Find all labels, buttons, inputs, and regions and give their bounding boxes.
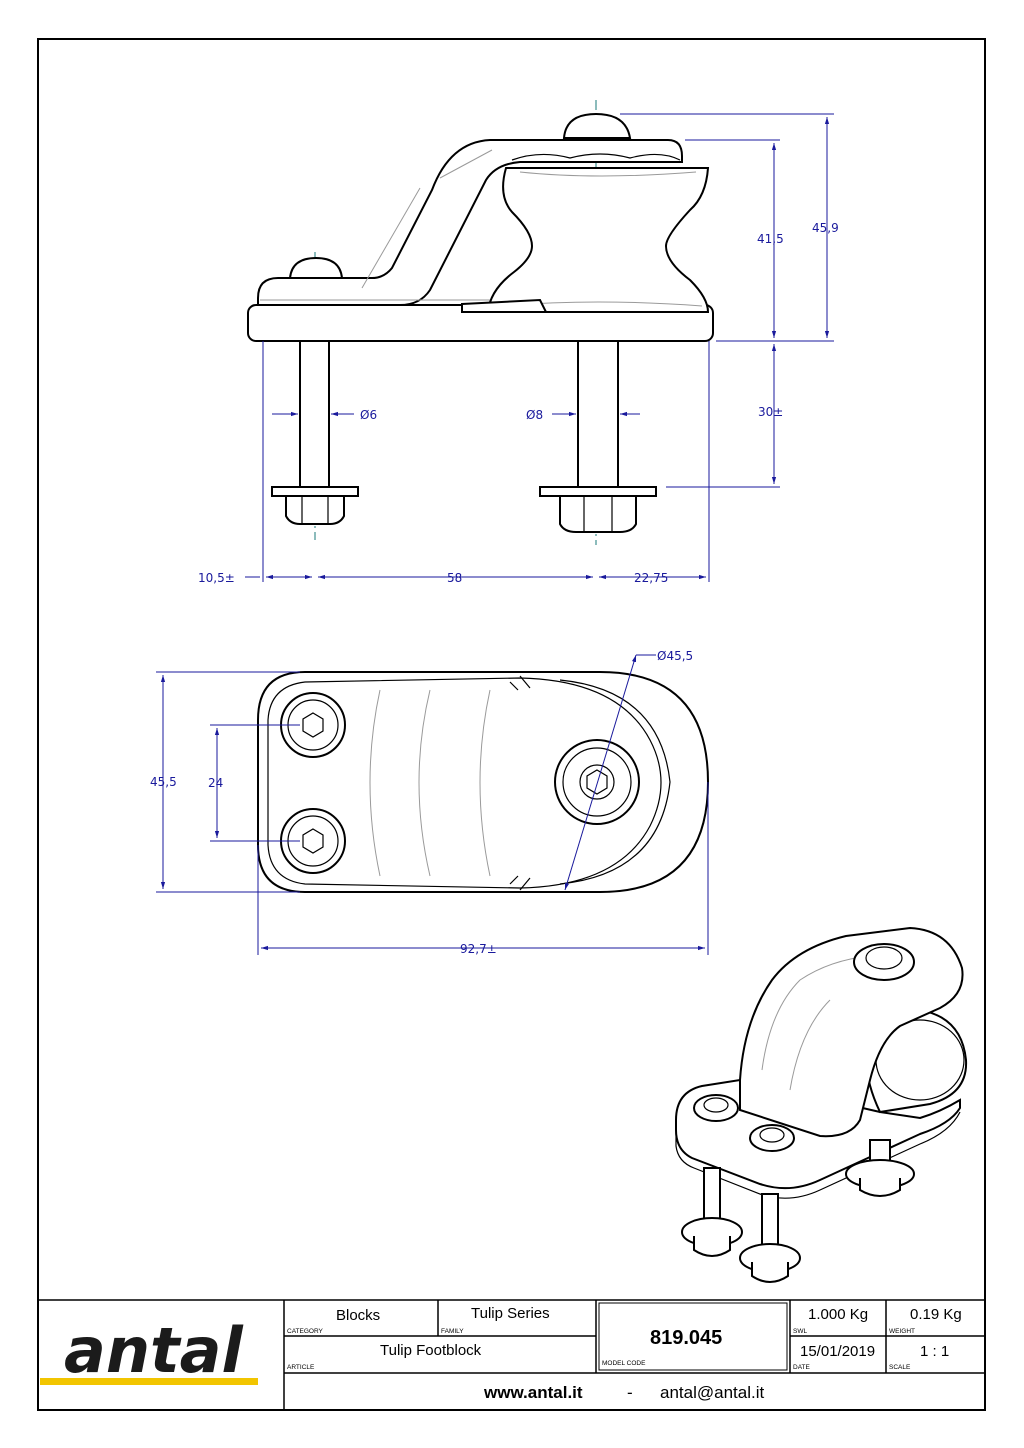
dim-bolt-pitch: 24 [208, 776, 223, 790]
iso-arm [739, 926, 964, 1138]
date-label: DATE [793, 1364, 811, 1371]
dim-bolt-length: 30± [758, 405, 783, 419]
dim-height-sheave: 41,5 [757, 232, 784, 246]
small-nut [285, 495, 345, 525]
large-bolt-shaft [577, 340, 619, 488]
dim-large-bolt-diameter: Ø8 [526, 408, 543, 422]
small-washer [271, 486, 359, 497]
dim-sheave-diameter: Ø45,5 [657, 649, 693, 663]
iso-top-bolt [853, 943, 915, 981]
top-view: Ø45,5 45,5 24 92,7± [150, 649, 710, 956]
sheet-border [37, 38, 986, 1411]
antal-logo: antal [64, 1314, 243, 1387]
base-plate [257, 139, 683, 306]
large-nut [559, 495, 637, 533]
family-label: FAMILY [441, 1328, 464, 1335]
email-link[interactable]: antal@antal.it [660, 1383, 764, 1402]
top-bolt-head [562, 112, 632, 139]
category-label: CATEGORY [287, 1328, 324, 1335]
sheave [486, 167, 710, 313]
dim-offset-right: 22,75 [634, 571, 668, 585]
article-value: Tulip Footblock [380, 1342, 482, 1359]
sheave-bolt-head [554, 739, 640, 825]
large-washer [539, 486, 657, 497]
isometric-view [675, 926, 968, 1283]
small-bolt-head [288, 256, 344, 279]
dim-offset-left: 10,5± [198, 571, 235, 585]
scale-label: SCALE [889, 1364, 911, 1371]
side-view: 45,9 41,5 30± Ø6 Ø8 10,5± 58 22,75 [198, 100, 839, 585]
family-value: Tulip Series [471, 1305, 550, 1322]
weight-value: 0.19 Kg [910, 1306, 962, 1323]
title-block: antal Blocks CATEGORY Tulip Series FAMIL… [38, 1299, 985, 1410]
website-link[interactable]: www.antal.it [483, 1383, 583, 1402]
swl-value: 1.000 Kg [808, 1306, 868, 1323]
scale-value: 1 : 1 [920, 1343, 949, 1360]
sheave-wedge [461, 298, 548, 313]
dim-bolt-spacing: 58 [447, 571, 462, 585]
dim-small-bolt-diameter: Ø6 [360, 408, 377, 422]
model-code-value: 819.045 [650, 1327, 722, 1349]
small-bolt-shaft [299, 340, 330, 488]
hex-socket-bottom [302, 828, 324, 854]
swl-label: SWL [793, 1328, 807, 1335]
iso-base-bolt-2 [749, 1124, 795, 1152]
iso-base-bolt-1 [693, 1094, 739, 1122]
dim-height-top: 45,9 [812, 221, 839, 235]
model-code-label: MODEL CODE [602, 1360, 646, 1367]
hex-socket-top [302, 712, 324, 738]
dim-length: 92,7± [460, 942, 497, 956]
dim-width: 45,5 [150, 775, 177, 789]
weight-label: WEIGHT [889, 1328, 915, 1335]
category-value: Blocks [336, 1307, 380, 1324]
article-label: ARTICLE [287, 1364, 315, 1371]
contact-separator: - [627, 1383, 633, 1402]
logo-accent-bar [40, 1378, 258, 1385]
date-value: 15/01/2019 [800, 1343, 875, 1360]
